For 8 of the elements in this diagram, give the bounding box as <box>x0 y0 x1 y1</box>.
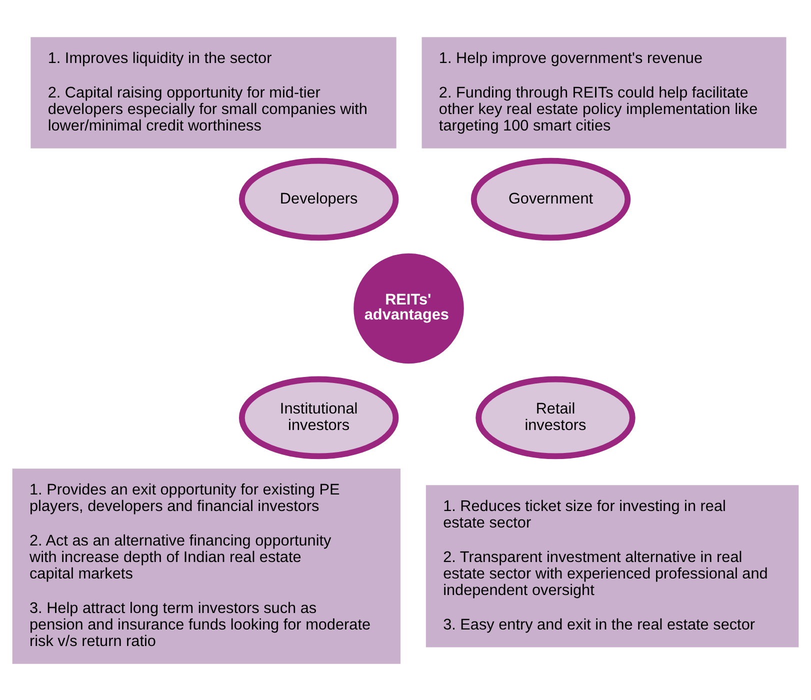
node-box: 1. Provides an exit opportunity for existing PE players, developers and financial investors 2. Act as an alternative financing opportunity with increase depth of Indian real estate capital markets 3. Help attract long term investors such as pension and insurance funds looking for moderate risk v/s return ratio <box>12 468 400 664</box>
node-ellipse: Institutional investors <box>238 376 399 459</box>
node-box: 1. Reduces ticket size for investing in real estate sector 2. Transparent investment alternative in real estate sector with experienced professional and independent oversight 3. Easy entry and exit in the real estate sector <box>426 484 799 647</box>
node-box: 1. Help improve government's revenue 2. Funding through REITs could help facilitate other key real estate policy implementation like targeting 100 smart cities <box>422 36 786 148</box>
node-ellipse: Retail investors <box>476 376 636 459</box>
node-ellipse: Developers <box>238 157 399 240</box>
node-ellipse: Government <box>470 157 631 240</box>
node-box: 1. Improves liquidity in the sector 2. Capital raising opportunity for mid-tier developers especially for small companies with lower/minimal credit worthiness <box>30 36 396 148</box>
